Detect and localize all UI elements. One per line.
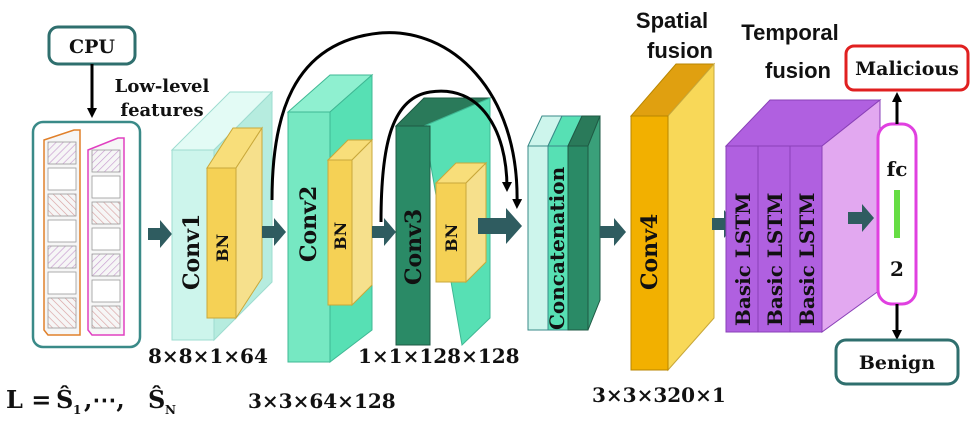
malicious-box: Malicious <box>844 44 970 92</box>
conv3-label: Conv3 <box>401 209 427 285</box>
spatial-heading-2: fusion <box>647 38 713 63</box>
conv1-label: Conv1 <box>179 214 205 290</box>
bn1-label: BN <box>213 234 232 262</box>
formula-sN: Ŝ <box>148 385 165 414</box>
bn2-block: BN <box>326 138 374 307</box>
malicious-label: Malicious <box>855 58 959 80</box>
conv4-block: Conv4 <box>629 62 716 372</box>
formula-dots: ,⋯, <box>84 385 125 414</box>
skip-conv2-concat <box>379 89 512 223</box>
conv4-label: Conv4 <box>637 214 663 290</box>
fc-label: fc <box>887 157 908 181</box>
temporal-heading-1: Temporal <box>741 20 838 45</box>
arrow-to-conv4 <box>600 218 626 246</box>
lstm-label-2: Basic LSTM <box>763 193 787 326</box>
arrow-to-concat <box>478 208 522 244</box>
dim-conv2: 3×3×64×128 <box>248 389 396 413</box>
bn2-label: BN <box>331 222 350 250</box>
dim-conv4: 3×3×320×1 <box>592 383 726 407</box>
temporal-heading-2: fusion <box>765 58 831 83</box>
input-formula: L = Ŝ 1 ,⋯, Ŝ N <box>6 385 176 417</box>
formula-subN: N <box>165 403 176 417</box>
spatial-heading-1: Spatial <box>636 8 708 33</box>
concat-block: Concatenation <box>527 115 601 331</box>
formula-s1: Ŝ <box>56 385 73 414</box>
low-level-label-2: features <box>120 100 203 121</box>
arrow-to-conv2 <box>262 218 286 246</box>
skip-conv1-concat <box>270 31 523 209</box>
arrow-to-fc <box>848 204 874 232</box>
bn1-block: BN <box>206 126 263 320</box>
lstm-label-3: Basic LSTM <box>795 193 819 326</box>
formula-lhs: L = <box>6 385 51 414</box>
bn3-label: BN <box>442 224 461 252</box>
bn3-block: BN <box>434 161 488 284</box>
fc-size: 2 <box>890 257 904 281</box>
fc-box: fc 2 <box>876 122 918 306</box>
concat-label: Concatenation <box>545 166 569 330</box>
low-level-label-1: Low-level <box>115 76 210 97</box>
cpu-box: CPU <box>47 25 137 66</box>
lstm-label-1: Basic LSTM <box>731 193 755 326</box>
cpu-label: CPU <box>69 36 115 58</box>
fc-bar <box>894 190 900 238</box>
dim-conv3: 1×1×128×128 <box>358 344 520 368</box>
arrow-to-conv3 <box>372 218 396 246</box>
input-features <box>31 120 142 349</box>
benign-box: Benign <box>834 338 960 386</box>
benign-label: Benign <box>859 352 935 374</box>
conv2-label: Conv2 <box>296 186 322 262</box>
dim-conv1: 8×8×1×64 <box>148 344 268 368</box>
formula-sub1: 1 <box>73 403 81 417</box>
arrow-to-conv1 <box>148 220 172 248</box>
